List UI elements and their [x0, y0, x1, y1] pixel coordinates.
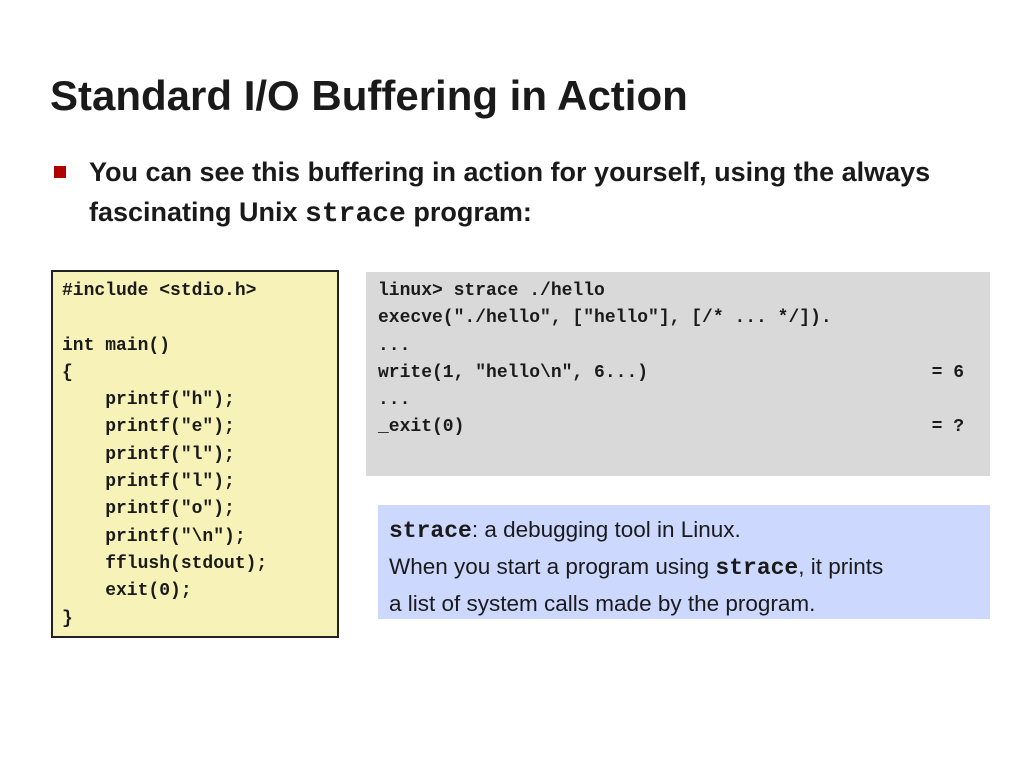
- bullet-text: You can see this buffering in action for…: [89, 152, 949, 235]
- terminal-line-result: [964, 333, 978, 360]
- terminal-line-result: = 6: [931, 362, 964, 383]
- terminal-line: _exit(0) = ?: [378, 414, 978, 441]
- terminal-output-box: linux> strace ./hello execve("./hello", […: [366, 272, 990, 476]
- code-line: [62, 305, 337, 332]
- code-line: fflush(stdout);: [62, 553, 268, 574]
- code-line: }: [62, 608, 73, 629]
- terminal-line: execve("./hello", ["hello"], [/* ... */]…: [378, 305, 978, 332]
- note-line-3: a list of system calls made by the progr…: [389, 591, 816, 616]
- note-text-1: : a debugging tool in Linux.: [471, 517, 741, 542]
- note-text-3: , it prints: [798, 554, 884, 579]
- code-line: printf("e");: [62, 417, 235, 438]
- code-line: int main(): [62, 335, 171, 356]
- bullet-text-part2: program:: [405, 197, 532, 227]
- terminal-line-result: [964, 305, 978, 332]
- terminal-line: write(1, "hello\n", 6...) = 6: [378, 360, 978, 387]
- bullet-text-part1: You can see this buffering in action for…: [89, 157, 931, 227]
- bullet-code-strace: strace: [305, 199, 406, 230]
- slide-title: Standard I/O Buffering in Action: [50, 72, 688, 119]
- terminal-line-text: execve("./hello", ["hello"], [/* ... */]…: [378, 308, 832, 329]
- terminal-line: ...: [378, 387, 978, 414]
- code-line: printf("l");: [62, 472, 235, 493]
- terminal-line-text: linux> strace ./hello: [378, 281, 605, 301]
- terminal-line: ...: [378, 333, 978, 360]
- code-line: printf("l");: [62, 444, 235, 465]
- terminal-line-text: _exit(0): [378, 417, 465, 438]
- terminal-line-text: ...: [378, 390, 411, 411]
- code-line: printf("h");: [62, 390, 235, 411]
- terminal-line-result: [964, 278, 978, 305]
- terminal-line-result: [964, 387, 978, 414]
- terminal-line-text: write(1, "hello\n", 6...): [378, 362, 649, 383]
- note-code-strace-2: strace: [715, 555, 799, 581]
- code-line: printf("\n");: [62, 526, 246, 547]
- code-line: #include <stdio.h>: [62, 281, 257, 301]
- c-source-code-box: #include <stdio.h> int main() { printf("h"…: [51, 270, 339, 638]
- note-line-1: strace: a debugging tool in Linux.: [389, 512, 980, 549]
- terminal-line-result: = ?: [931, 417, 964, 438]
- note-code-strace: strace: [389, 518, 472, 544]
- terminal-line-text: ...: [378, 335, 411, 356]
- code-line: {: [62, 362, 73, 383]
- note-line-2: When you start a program using strace, i…: [389, 549, 980, 586]
- code-line: printf("o");: [62, 499, 235, 520]
- code-line: exit(0);: [62, 581, 192, 602]
- strace-note-box: strace: a debugging tool in Linux. When …: [378, 505, 990, 619]
- terminal-line: linux> strace ./hello: [378, 278, 978, 305]
- note-text-2: When you start a program using: [389, 554, 716, 579]
- square-bullet-icon: [54, 166, 66, 178]
